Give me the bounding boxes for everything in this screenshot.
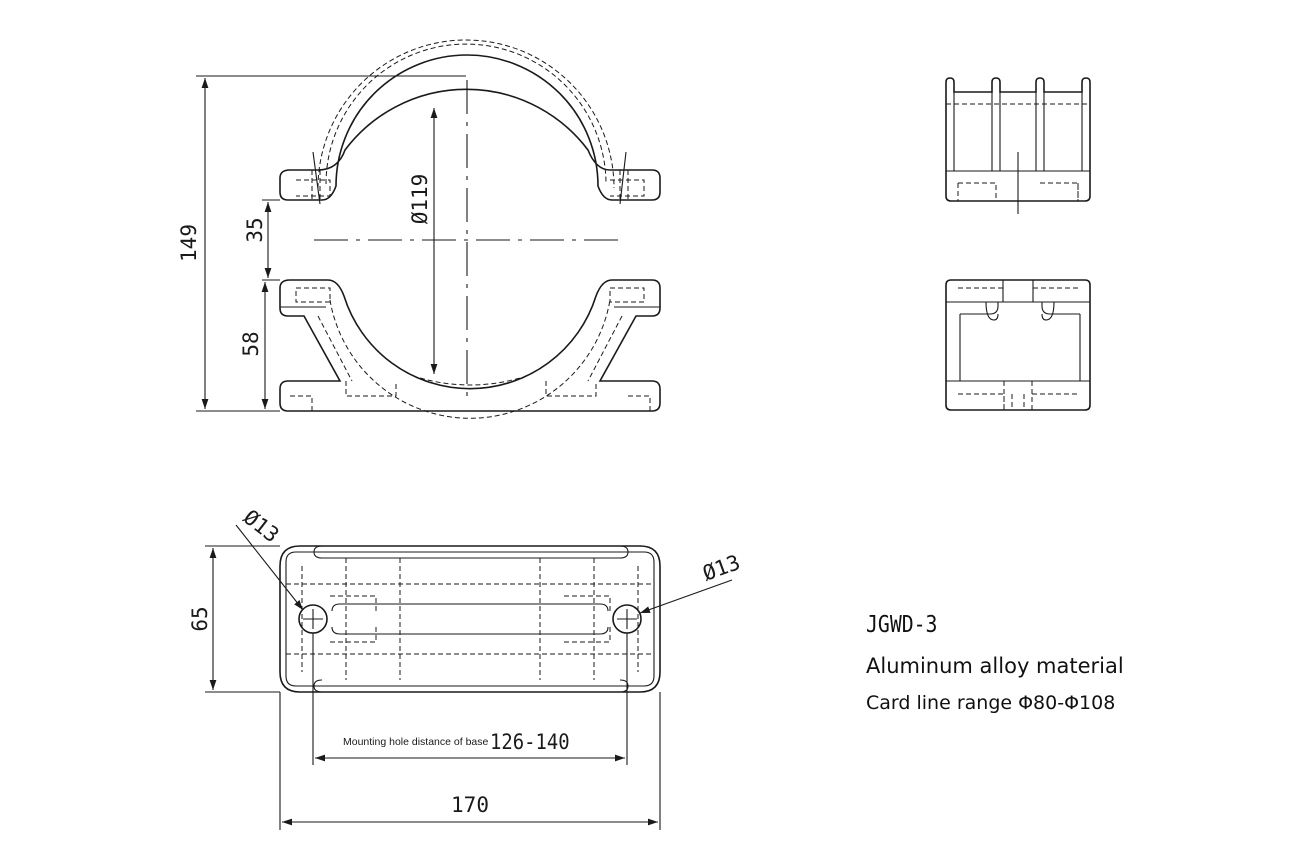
side-lower-outline: [945, 279, 1091, 411]
upper-clamp-hidden-arc-2: [325, 43, 607, 185]
lower-right-slot: [609, 287, 645, 303]
range-text: Card line range Φ80-Φ108: [866, 692, 1116, 714]
top-view: Ø13 Ø13 65 Mounting hole distance of bas…: [188, 505, 743, 830]
upper-right-edge: [619, 151, 627, 205]
dim-base-width: 65: [188, 606, 212, 631]
model-number: JGWD-3: [866, 612, 938, 638]
dim-lower-height: 58: [239, 331, 263, 356]
dim-hole-left: Ø13: [239, 505, 284, 547]
lower-left-slot: [295, 287, 331, 303]
side-lower-slot-right: [1041, 301, 1055, 321]
top-bars: [331, 603, 609, 635]
side-lower-hidden: [958, 287, 1078, 410]
top-outline: [279, 545, 661, 693]
leader-hole-left: [235, 524, 304, 611]
upper-left-slot: [296, 170, 331, 200]
dim-hole-right: Ø13: [700, 550, 744, 586]
dim-overall-height: 149: [177, 224, 201, 262]
lower-base-slots: [290, 381, 651, 411]
lower-clamp-outline: [279, 279, 661, 412]
upper-clamp-hidden-arc: [317, 39, 615, 189]
material-text: Aluminum alloy material: [866, 654, 1124, 678]
front-view: 149 35 58 Ø119: [177, 39, 661, 419]
top-rail-top: [313, 545, 629, 559]
side-view-upper: [945, 77, 1091, 214]
side-upper-hidden: [946, 103, 1090, 201]
top-inner-outline: [285, 551, 655, 687]
upper-clamp-outline: [279, 54, 661, 201]
leader-hole-right: [639, 579, 733, 614]
hole-left-centre: [303, 609, 323, 629]
lower-base-hidden-lines: [317, 315, 623, 386]
side-lower-lines: [946, 280, 1090, 382]
lower-clamp-hidden-arc: [329, 299, 611, 419]
side-upper-posts: [953, 92, 1083, 171]
dim-overall-length: 170: [451, 793, 489, 817]
side-lower-slot-left: [985, 301, 999, 321]
dim-gap: 35: [243, 217, 267, 242]
dim-hole-spacing: 126-140: [490, 729, 570, 754]
dim-hole-spacing-label: Mounting hole distance of base: [343, 736, 489, 748]
upper-left-edge: [312, 151, 321, 205]
top-hidden-lines: [286, 558, 654, 680]
upper-right-slot: [610, 170, 645, 200]
side-view-lower: [945, 279, 1091, 411]
side-upper-outline: [945, 77, 1091, 202]
dim-bore-diameter: Ø119: [408, 174, 432, 225]
hole-right-centre: [617, 609, 637, 629]
